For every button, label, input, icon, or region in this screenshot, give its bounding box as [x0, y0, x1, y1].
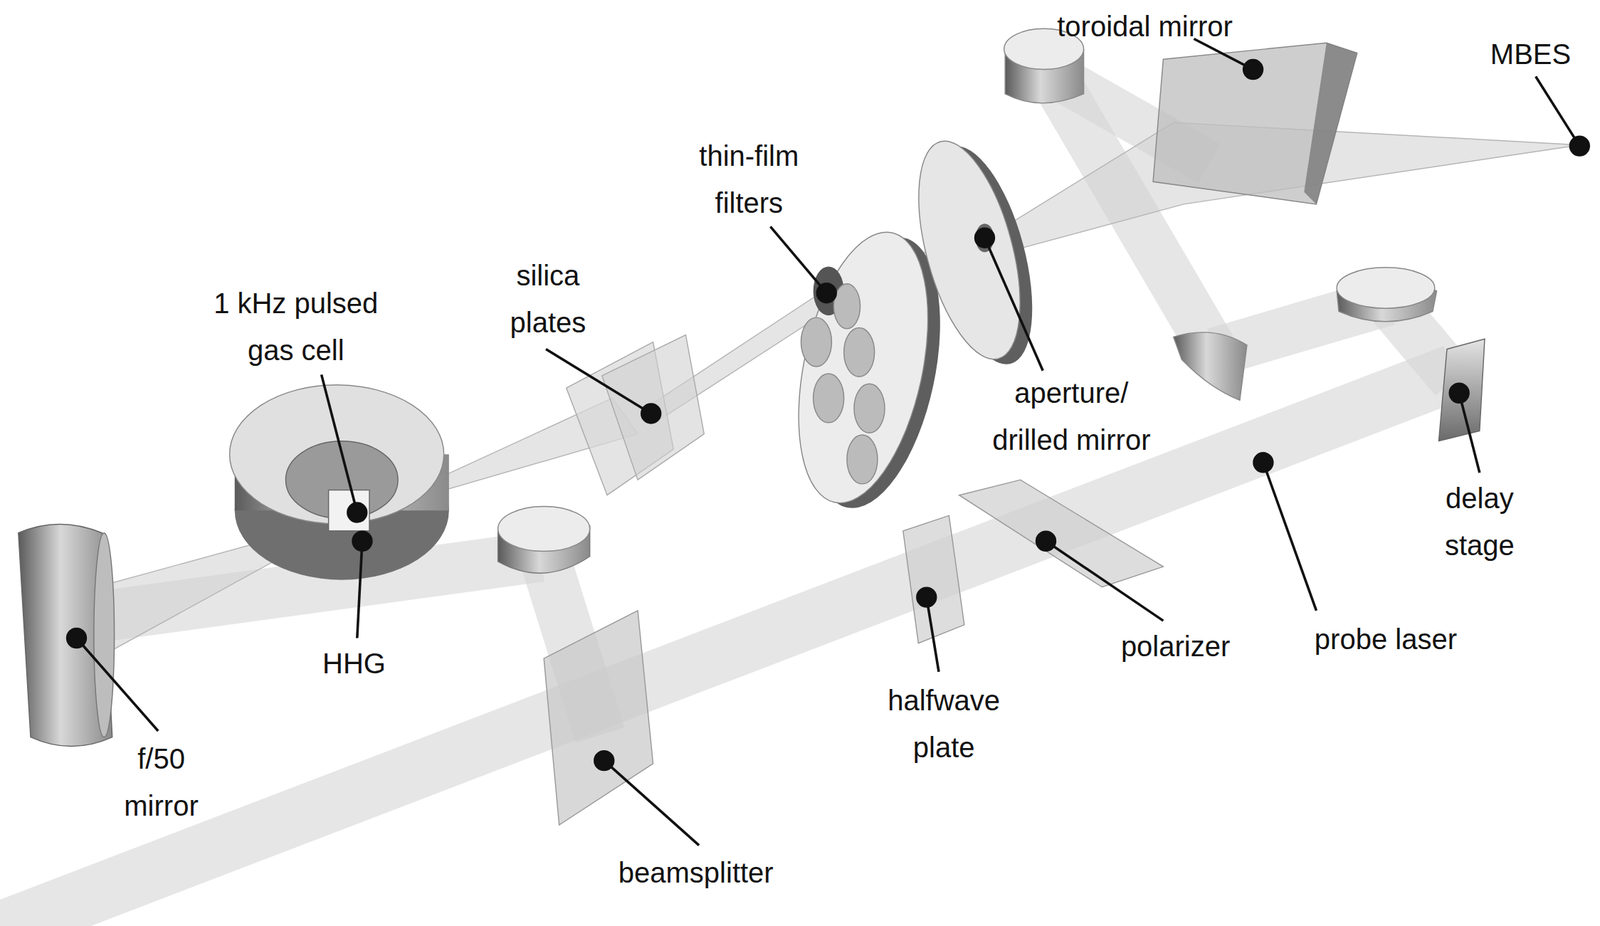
part-label: 1 kHz pulsed gas cell [203, 279, 389, 374]
halfwave-and-polarizer [903, 479, 1164, 644]
silica-plates [566, 334, 705, 495]
part-label: polarizer [1120, 622, 1230, 670]
gas-cell [229, 385, 450, 581]
part-label: MBES [1490, 30, 1571, 78]
delay-stage-mirror [1438, 338, 1485, 441]
part-label: halfwave plate [879, 676, 1008, 771]
part-label: thin-film filters [691, 132, 806, 227]
f50-mirror [18, 524, 115, 747]
part-label: beamsplitter [618, 849, 774, 897]
probe-mirrors [1004, 28, 1438, 400]
part-label: HHG [322, 639, 386, 687]
laser-beams [0, 73, 1455, 926]
part-label: f/50 mirror [118, 735, 205, 830]
turning-mirror [498, 506, 591, 573]
drilled-mirror [898, 130, 1052, 375]
part-label: toroidal mirror [1056, 2, 1233, 50]
part-label: aperture/ drilled mirror [982, 369, 1160, 464]
toroidal-mirror [1153, 42, 1358, 205]
beamsplitter-plate [543, 610, 653, 825]
leader-lines [67, 39, 1590, 846]
part-label: probe laser [1314, 615, 1457, 663]
part-label: silica plates [502, 251, 594, 346]
hhg-beam [96, 122, 1580, 659]
part-label: delay stage [1437, 474, 1523, 569]
